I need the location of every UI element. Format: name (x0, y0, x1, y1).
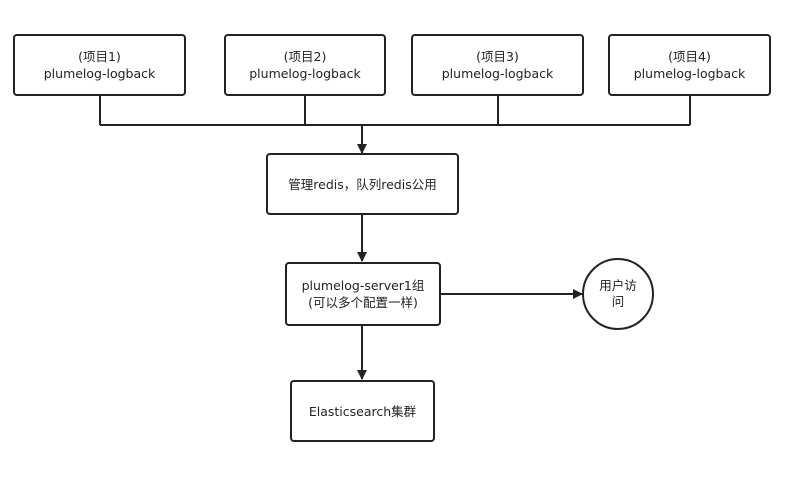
elasticsearch-label: Elasticsearch集群 (309, 404, 417, 419)
server-box-frame (285, 262, 441, 326)
elasticsearch-box: Elasticsearch集群 (290, 380, 435, 442)
redis-box-frame (266, 153, 459, 215)
project-box-2: (项目2) plumelog-logback (224, 34, 386, 96)
user-access-node: 用户访 问 (582, 258, 654, 330)
server-box: plumelog-server1组 (可以多个配置一样) (285, 262, 441, 326)
project-box-1: (项目1) plumelog-logback (13, 34, 186, 96)
project-box-1-frame (13, 34, 186, 96)
user-access-label-line2: 问 (612, 294, 625, 309)
project-3-module: plumelog-logback (442, 66, 554, 81)
user-access-circle (582, 258, 654, 330)
project-2-title: (项目2) (284, 49, 327, 64)
project-box-4-frame (608, 34, 771, 96)
project-3-title: (项目3) (476, 49, 519, 64)
project-box-2-frame (224, 34, 386, 96)
user-access-label-line1: 用户访 (599, 278, 637, 293)
project-1-title: (项目1) (78, 49, 121, 64)
redis-label: 管理redis，队列redis公用 (288, 177, 436, 192)
redis-box: 管理redis，队列redis公用 (266, 153, 459, 215)
connectors (99, 95, 691, 380)
project-4-module: plumelog-logback (634, 66, 746, 81)
project-1-module: plumelog-logback (44, 66, 156, 81)
project-2-module: plumelog-logback (249, 66, 361, 81)
project-box-3-frame (411, 34, 584, 96)
server-title: plumelog-server1组 (302, 278, 425, 293)
project-box-3: (项目3) plumelog-logback (411, 34, 584, 96)
project-box-4: (项目4) plumelog-logback (608, 34, 771, 96)
server-note: (可以多个配置一样) (308, 295, 418, 310)
elasticsearch-box-frame (290, 380, 435, 442)
project-4-title: (项目4) (668, 49, 711, 64)
